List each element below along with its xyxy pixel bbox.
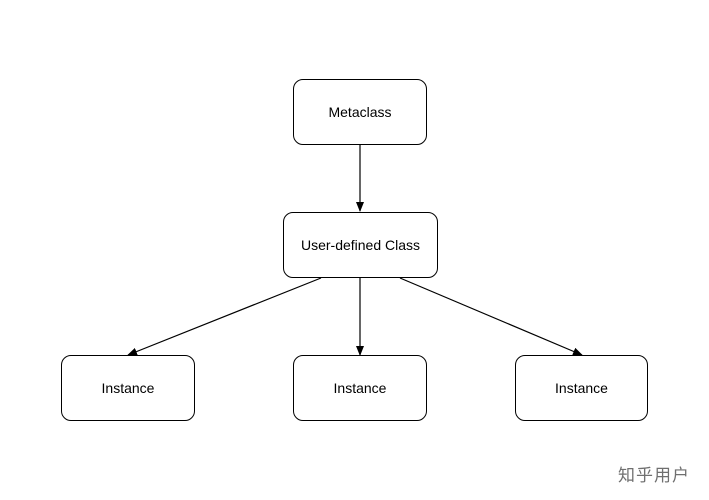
edge-class-to-instance-3: [399, 277, 583, 356]
instance-label-2: Instance: [333, 380, 387, 396]
metaclass-node: Metaclass: [293, 79, 427, 145]
instance-node-2: Instance: [293, 355, 427, 421]
watermark: 知乎用户: [618, 466, 690, 486]
instance-node-1: Instance: [61, 355, 195, 421]
user-defined-class-label: User-defined Class: [300, 237, 421, 253]
metaclass-label: Metaclass: [328, 104, 392, 120]
instance-label-1: Instance: [101, 380, 155, 396]
instance-label-3: Instance: [555, 380, 608, 396]
user-defined-class-node: User-defined Class: [283, 212, 438, 278]
instance-node-3: Instance: [515, 355, 648, 421]
edge-class-to-instance-1: [127, 277, 322, 356]
